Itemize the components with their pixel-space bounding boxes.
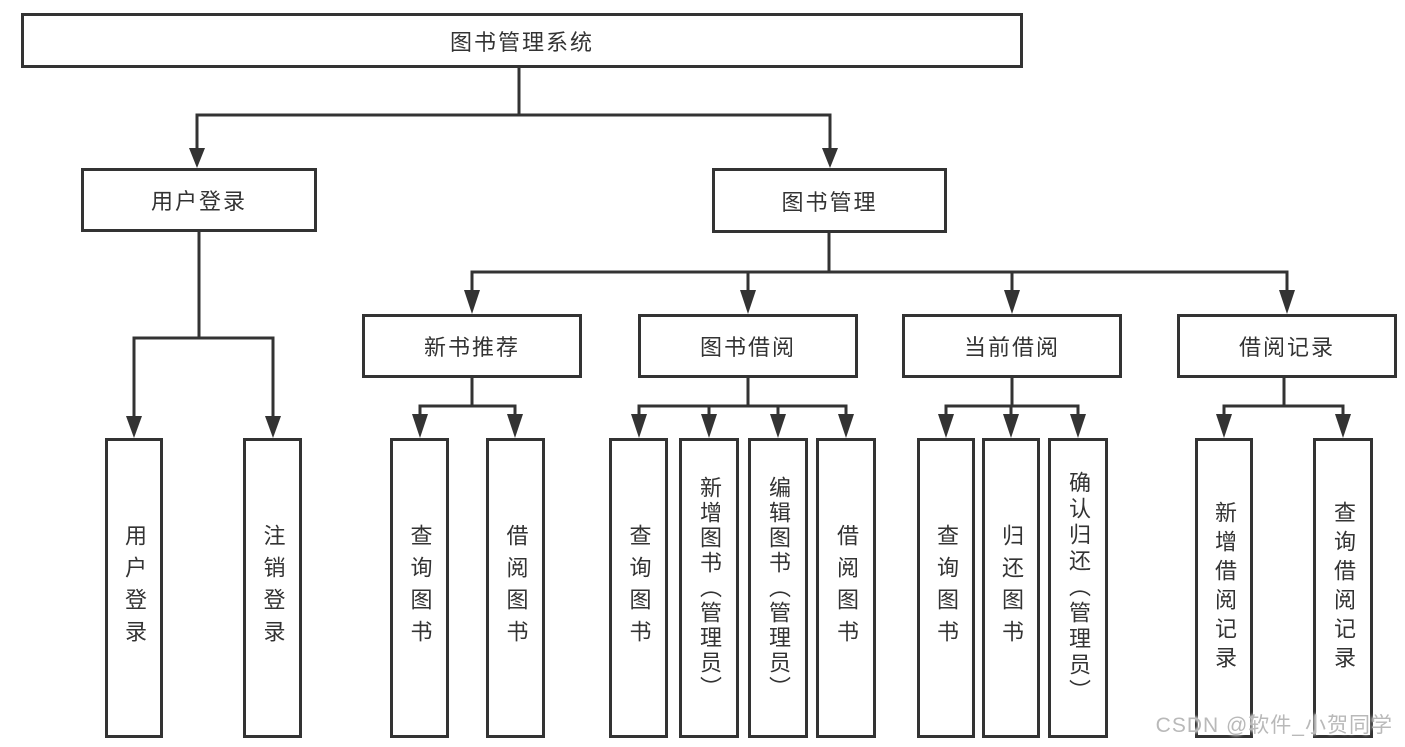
node-book-borrowing: 图书借阅 — [638, 314, 858, 378]
leaf-query-books-current: 查询图书 — [917, 438, 975, 738]
csdn-watermark: CSDN @软件_小贺同学 — [1155, 714, 1393, 737]
connector-root — [189, 68, 838, 168]
connector-book-borrowing — [631, 378, 854, 438]
connector-current-borrowing — [938, 378, 1086, 438]
arrowhead-icon — [1335, 414, 1351, 438]
arrowhead-icon — [1070, 414, 1086, 438]
arrowhead-icon — [189, 148, 205, 168]
arrowhead-icon — [938, 414, 954, 438]
leaf-user-login: 用户登录 — [105, 438, 163, 738]
node-current-borrowing: 当前借阅 — [902, 314, 1122, 378]
leaf-borrow-books-recommend: 借阅图书 — [486, 438, 545, 738]
arrowhead-icon — [507, 414, 523, 438]
leaf-return-books: 归还图书 — [982, 438, 1040, 738]
leaf-logout: 注销登录 — [243, 438, 302, 738]
arrowhead-icon — [412, 414, 428, 438]
arrowhead-icon — [126, 416, 142, 438]
arrowhead-icon — [1004, 290, 1020, 314]
connector-borrowing-records — [1216, 378, 1351, 438]
leaf-borrow-books: 借阅图书 — [816, 438, 876, 738]
leaf-edit-books-admin: 编辑图书（管理员） — [748, 438, 808, 738]
arrowhead-icon — [740, 290, 756, 314]
arrowhead-icon — [1279, 290, 1295, 314]
leaf-query-books-recommend: 查询图书 — [390, 438, 449, 738]
node-user-login: 用户登录 — [81, 168, 317, 232]
arrowhead-icon — [464, 290, 480, 314]
leaf-add-books-admin: 新增图书（管理员） — [679, 438, 739, 738]
arrowhead-icon — [838, 414, 854, 438]
connector-user-login — [126, 232, 281, 438]
connector-new-book-recommend — [412, 378, 523, 438]
node-library-system: 图书管理系统 — [21, 13, 1023, 68]
node-borrowing-records: 借阅记录 — [1177, 314, 1397, 378]
leaf-confirm-return-admin: 确认归还（管理员） — [1048, 438, 1108, 738]
leaf-add-borrow-record: 新增借阅记录 — [1195, 438, 1253, 738]
node-new-book-recommend: 新书推荐 — [362, 314, 582, 378]
node-book-management: 图书管理 — [712, 168, 947, 233]
leaf-query-books-borrowing: 查询图书 — [609, 438, 668, 738]
arrowhead-icon — [265, 416, 281, 438]
arrowhead-icon — [631, 414, 647, 438]
arrowhead-icon — [822, 148, 838, 168]
arrowhead-icon — [701, 414, 717, 438]
arrowhead-icon — [1003, 414, 1019, 438]
arrowhead-icon — [770, 414, 786, 438]
connector-book-management — [464, 233, 1295, 314]
arrowhead-icon — [1216, 414, 1232, 438]
leaf-query-borrow-record: 查询借阅记录 — [1313, 438, 1373, 738]
